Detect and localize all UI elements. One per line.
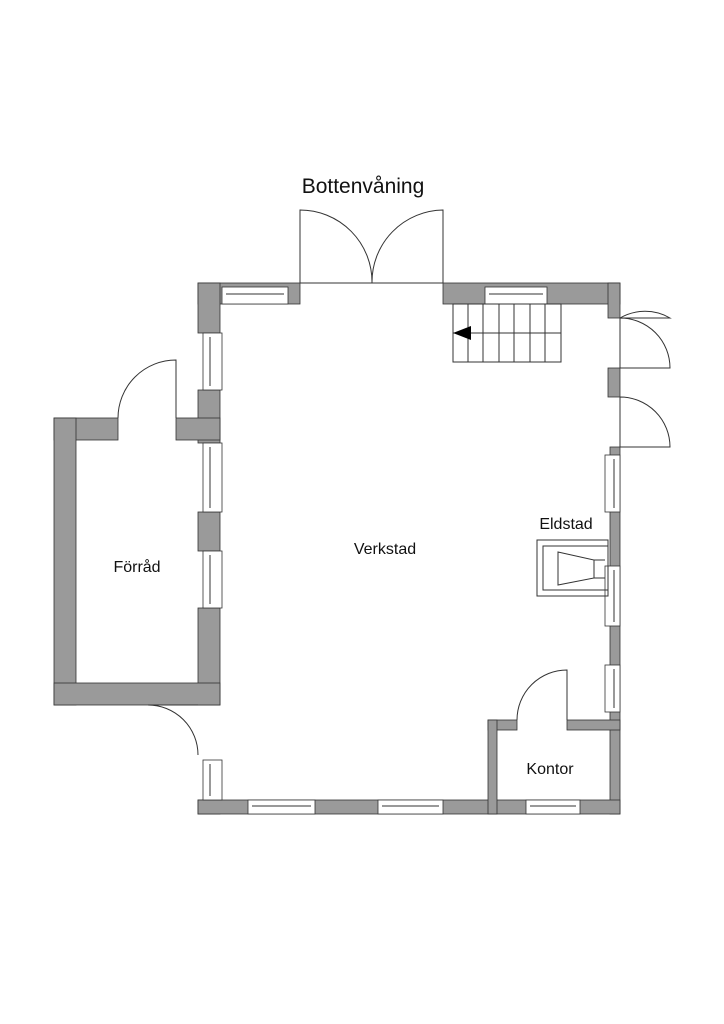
walls (53, 282, 621, 815)
staircase (452, 303, 562, 363)
room-label-workshop: Verkstad (354, 541, 416, 558)
stair-direction-arrow-icon (453, 326, 471, 340)
room-label-fireplace: Eldstad (539, 516, 592, 533)
room-label-office: Kontor (526, 761, 574, 778)
floor-title: Bottenvåning (302, 175, 425, 198)
windows (202, 286, 621, 815)
fireplace (536, 539, 609, 597)
room-label-storage: Förråd (113, 558, 160, 576)
doors (117, 209, 672, 756)
